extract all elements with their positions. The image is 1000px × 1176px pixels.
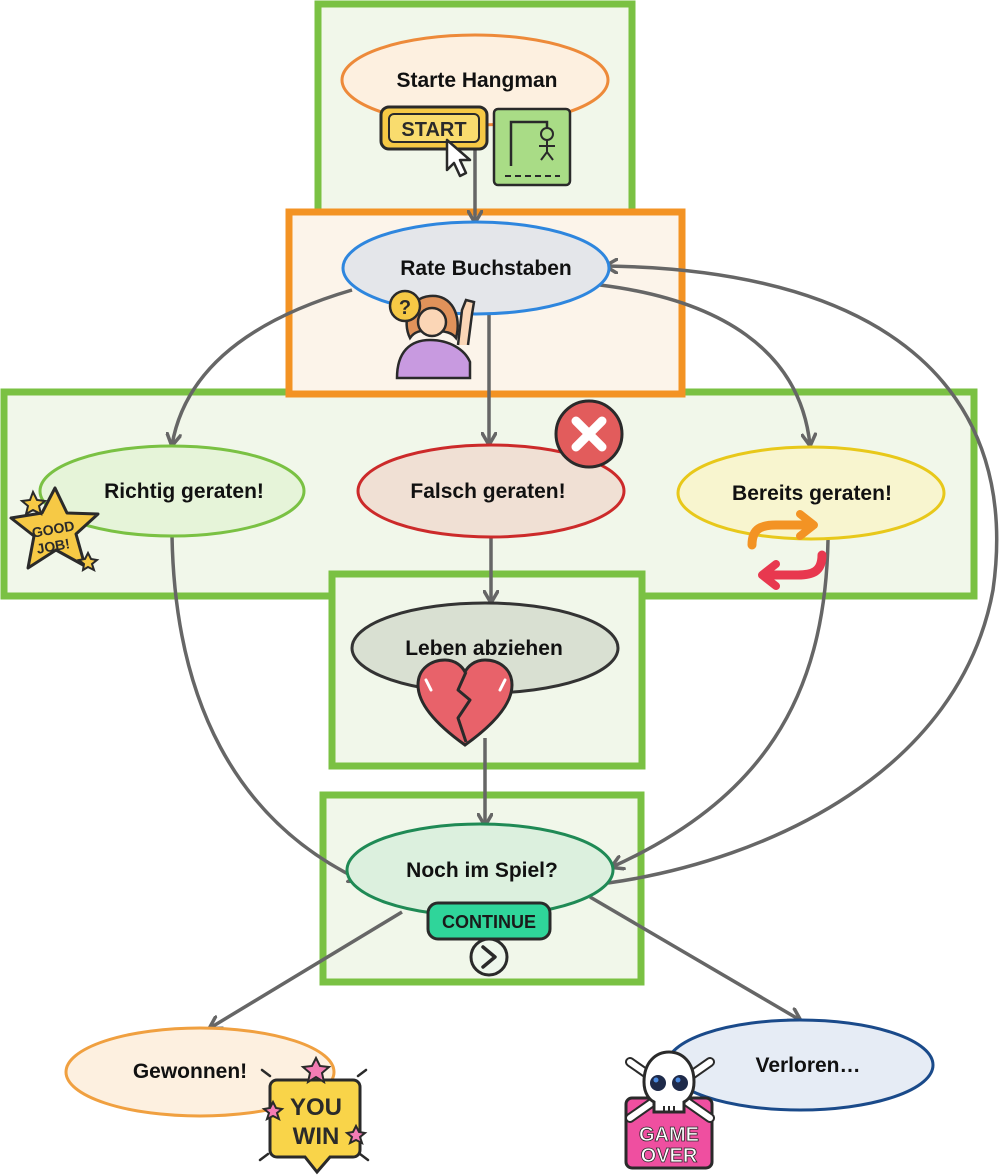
start-text: START <box>401 119 466 141</box>
good-job-star-icon: GOOD JOB! <box>9 486 100 572</box>
start-button-icon: START <box>379 105 489 178</box>
game-over-skull-icon: GAME OVER <box>624 1050 715 1170</box>
arrow-still-back-to-guess <box>606 266 999 885</box>
node-life: Leben abziehen <box>350 601 620 695</box>
node-won: Gewonnen! <box>64 1026 336 1118</box>
continue-text: CONTINUE <box>442 912 536 932</box>
raised-hand-question-icon: ? <box>388 289 476 380</box>
node-guess: Rate Buchstaben <box>341 220 611 316</box>
node-already-label: Bereits geraten! <box>732 482 892 505</box>
continue-button-icon: CONTINUE <box>426 901 552 977</box>
node-wrong: Falsch geraten! <box>356 443 626 539</box>
node-lost-label: Verloren… <box>755 1054 860 1077</box>
node-correct: Richtig geraten! <box>38 444 306 538</box>
good-job-text-1: GOOD <box>31 517 76 540</box>
arrow-still-to-won <box>210 910 403 1028</box>
node-wrong-label: Falsch geraten! <box>410 480 565 503</box>
game-over-text-1: GAME <box>639 1124 699 1146</box>
broken-heart-icon <box>416 658 514 747</box>
arrow-guess-to-correct <box>172 288 353 445</box>
you-win-icon: YOU WIN <box>258 1055 370 1175</box>
svg-text:?: ? <box>399 297 411 319</box>
node-already: Bereits geraten! <box>676 445 946 541</box>
arrow-already-to-still <box>612 539 830 867</box>
repeat-arrows-icon <box>747 510 827 590</box>
arrow-correct-to-still <box>170 535 360 880</box>
arrow-guess-to-already <box>599 283 810 445</box>
you-win-text-2: WIN <box>293 1123 340 1150</box>
node-still-label: Noch im Spiel? <box>406 859 558 882</box>
gallows-icon <box>492 107 572 187</box>
node-start: Starte Hangman <box>340 33 610 127</box>
node-won-label: Gewonnen! <box>133 1060 247 1083</box>
you-win-text-1: YOU <box>290 1094 342 1121</box>
red-x-icon <box>554 399 624 469</box>
arrow-still-to-lost <box>589 895 800 1020</box>
node-guess-label: Rate Buchstaben <box>400 257 572 280</box>
node-life-label: Leben abziehen <box>405 637 563 660</box>
game-over-text-2: OVER <box>641 1145 698 1167</box>
node-correct-label: Richtig geraten! <box>104 480 264 503</box>
node-start-label: Starte Hangman <box>396 69 557 92</box>
good-job-text-2: JOB! <box>35 535 71 557</box>
